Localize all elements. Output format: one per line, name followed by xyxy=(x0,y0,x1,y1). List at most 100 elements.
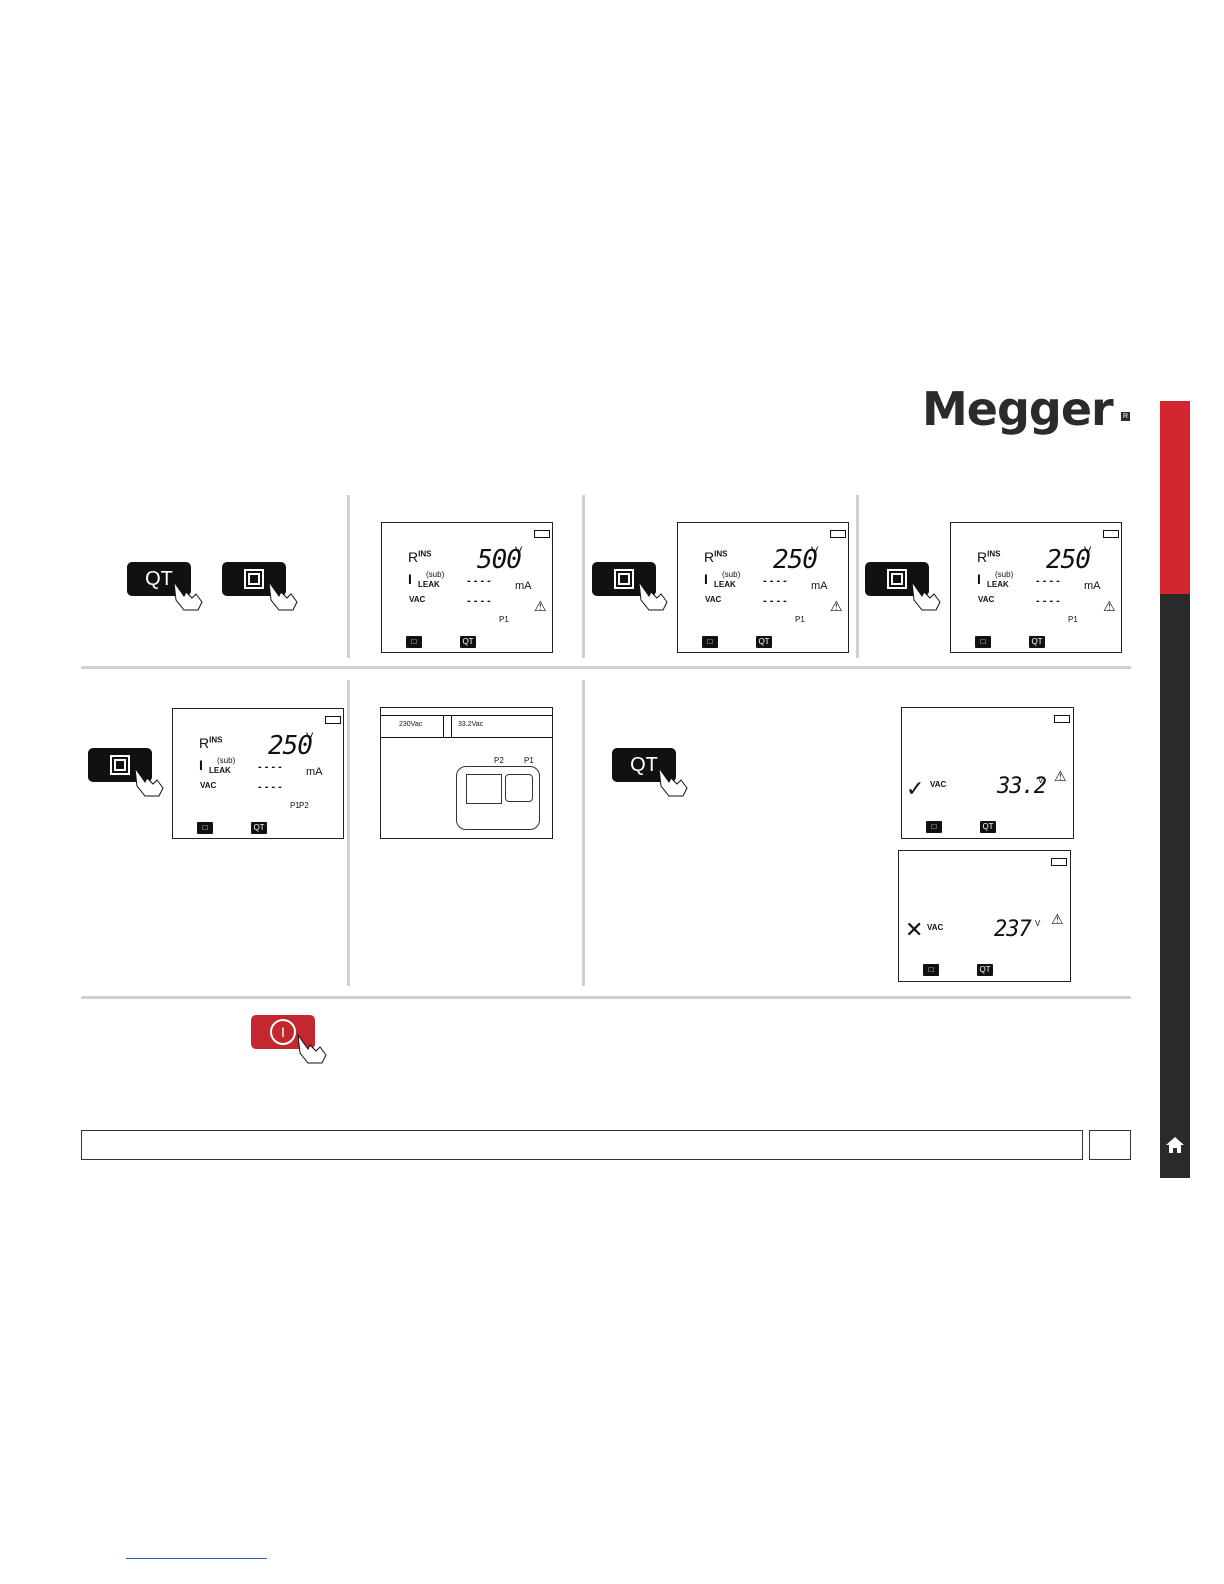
class2-icon xyxy=(110,755,130,775)
class2-button[interactable] xyxy=(222,562,286,596)
unit-ma: mA xyxy=(306,766,323,778)
footer-bar xyxy=(81,1130,1083,1160)
qt-label: QT xyxy=(630,753,658,776)
class2-icon xyxy=(614,569,634,589)
vac-dashes: - - - - xyxy=(763,595,787,607)
voltage-readout: 250 xyxy=(1046,545,1091,575)
unit-ma: mA xyxy=(1084,580,1101,592)
lcd-screen-250v: RINS I (sub) LEAK VAC 250 V - - - - mA -… xyxy=(677,522,849,653)
leak-label: LEAK xyxy=(209,766,231,775)
battery-icon xyxy=(830,530,846,538)
p2-label: P2 xyxy=(494,756,504,765)
pointing-hand-icon xyxy=(638,580,668,611)
warning-icon: ⚠ xyxy=(1103,598,1116,614)
rins-label: R xyxy=(704,549,715,565)
qt-label: QT xyxy=(145,567,173,590)
class2-icon: □ xyxy=(197,822,213,834)
p2-label: P2 xyxy=(299,801,309,810)
class2-icon: □ xyxy=(926,821,942,833)
class2-icon xyxy=(244,569,264,589)
class2-icon: □ xyxy=(406,636,422,648)
warning-icon: ⚠ xyxy=(830,598,843,614)
rins-label: R xyxy=(408,549,419,565)
class2-icon: □ xyxy=(975,636,991,648)
secondary-voltage-label: 33.2Vac xyxy=(458,721,484,728)
unit-v: V xyxy=(1084,545,1092,557)
lcd-screen-500v: RINS I (sub) LEAK VAC 500 V - - - - mA -… xyxy=(381,522,553,653)
cross-icon: ✕ xyxy=(905,917,924,942)
ileak-label: I xyxy=(199,757,203,773)
unit-v: V xyxy=(1038,776,1044,785)
unit-v: V xyxy=(811,545,819,557)
leak-label: LEAK xyxy=(987,580,1009,589)
vac-label: VAC xyxy=(200,781,217,790)
tester-device xyxy=(456,766,540,830)
tester-display xyxy=(466,774,502,804)
ileak-label: I xyxy=(977,571,981,587)
class2-icon: □ xyxy=(923,964,939,976)
power-icon: I xyxy=(270,1019,296,1045)
pointing-hand-icon xyxy=(134,766,164,797)
ileak-label: I xyxy=(704,571,708,587)
rins-sup: INS xyxy=(209,735,223,745)
battery-icon xyxy=(325,716,341,724)
lcd-screen-250v-ileak: RINS I (sub) LEAK VAC 250 V - - - - mA -… xyxy=(950,522,1122,653)
sub-label: (sub) xyxy=(217,756,236,765)
ileak-dashes: - - - - xyxy=(763,575,787,587)
ileak-dashes: - - - - xyxy=(1036,575,1060,587)
qt-indicator: QT xyxy=(1029,636,1045,648)
ileak-dashes: - - - - xyxy=(258,761,282,773)
unit-ma: mA xyxy=(811,580,828,592)
vac-label: VAC xyxy=(705,595,722,604)
pointing-hand-icon xyxy=(911,580,941,611)
unit-ma: mA xyxy=(515,580,532,592)
registered-mark: R xyxy=(1121,412,1130,421)
qt-indicator: QT xyxy=(977,964,993,976)
megger-logo: Megger xyxy=(922,382,1114,436)
home-button[interactable] xyxy=(1160,1130,1190,1160)
class2-icon: □ xyxy=(702,636,718,648)
battery-icon xyxy=(1051,858,1067,866)
rins-label: R xyxy=(977,549,988,565)
leak-label: LEAK xyxy=(418,580,440,589)
vac-label: VAC xyxy=(409,595,426,604)
voltage-readout: 250 xyxy=(268,731,313,761)
vac-dashes: - - - - xyxy=(258,781,282,793)
high-voltage-warning-icon: ⚠ xyxy=(1051,911,1064,927)
page-number-box xyxy=(1089,1130,1131,1160)
sub-label: (sub) xyxy=(995,570,1014,579)
p1-label: P1 xyxy=(1068,615,1078,624)
connection-diagram: 230Vac 33.2Vac P2 P1 xyxy=(380,707,553,839)
vac-label: VAC xyxy=(978,595,995,604)
p1-label: P1 xyxy=(290,801,300,810)
lcd-screen-250v-vac: RINS I (sub) LEAK VAC 250 V - - - - mA -… xyxy=(172,708,344,839)
divider xyxy=(81,996,1131,999)
check-icon: ✓ xyxy=(906,776,925,801)
unit-v: V xyxy=(306,731,314,743)
ileak-dashes: - - - - xyxy=(467,575,491,587)
sidebar-red-tab xyxy=(1160,401,1190,594)
pointing-hand-icon xyxy=(173,580,203,611)
divider xyxy=(582,495,585,658)
voltage-readout: 237 xyxy=(994,917,1032,942)
rins-sup: INS xyxy=(714,549,728,559)
battery-icon xyxy=(534,530,550,538)
p1-label: P1 xyxy=(524,756,534,765)
pointing-hand-icon xyxy=(658,766,688,797)
voltage-readout: 500 xyxy=(477,545,522,575)
link-underline[interactable] xyxy=(126,1558,267,1559)
battery-icon xyxy=(1103,530,1119,538)
vac-dashes: - - - - xyxy=(1036,595,1060,607)
rins-label: R xyxy=(199,735,210,751)
sub-label: (sub) xyxy=(722,570,741,579)
unit-v: V xyxy=(515,545,523,557)
sidebar-dark-tab xyxy=(1160,594,1190,1178)
qt-indicator: QT xyxy=(980,821,996,833)
qt-indicator: QT xyxy=(251,822,267,834)
qt-button[interactable]: QT xyxy=(127,562,191,596)
ileak-label: I xyxy=(408,571,412,587)
vac-dashes: - - - - xyxy=(467,595,491,607)
battery-icon xyxy=(1054,715,1070,723)
lcd-result-fail: ✕ VAC 237 V ⚠ □ QT xyxy=(898,850,1071,982)
lcd-result-pass: ✓ VAC 33.2 V ⚠ □ QT xyxy=(901,707,1074,839)
